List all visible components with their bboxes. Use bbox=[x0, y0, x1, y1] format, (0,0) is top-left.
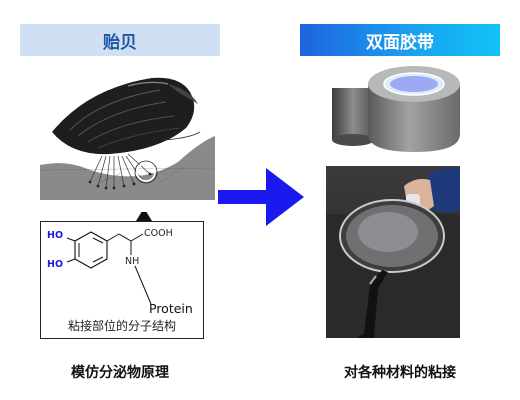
mussel-header: 贻贝 bbox=[20, 24, 220, 56]
molecular-structure-diagram bbox=[66, 231, 152, 305]
mussel-header-label: 贻贝 bbox=[103, 32, 137, 53]
molecular-structure-caption: 粘接部位的分子结构 bbox=[67, 319, 176, 333]
hydroxyl-label-bottom: HO bbox=[47, 259, 64, 270]
tape-header-label: 双面胶带 bbox=[366, 32, 434, 53]
pan-held-by-tape bbox=[326, 167, 460, 338]
double-sided-tape-roll bbox=[332, 66, 460, 152]
hydroxyl-label-top: HO bbox=[47, 230, 64, 241]
amine-label: NH bbox=[125, 256, 140, 267]
mussel-illustration bbox=[40, 77, 215, 200]
right-arrow-icon bbox=[218, 168, 304, 226]
magnifier-callout bbox=[136, 212, 152, 221]
tape-header: 双面胶带 bbox=[300, 24, 500, 56]
protein-label: Protein bbox=[149, 301, 193, 316]
molecular-structure-box: HO HO COOH NH Protein 粘接部位的分子结构 bbox=[40, 221, 204, 339]
mussel-principle-caption: 模仿分泌物原理 bbox=[71, 365, 169, 381]
carboxyl-label: COOH bbox=[144, 228, 173, 239]
frying-pan-photo bbox=[326, 166, 460, 338]
tape-bonding-caption: 对各种材料的粘接 bbox=[344, 365, 456, 381]
